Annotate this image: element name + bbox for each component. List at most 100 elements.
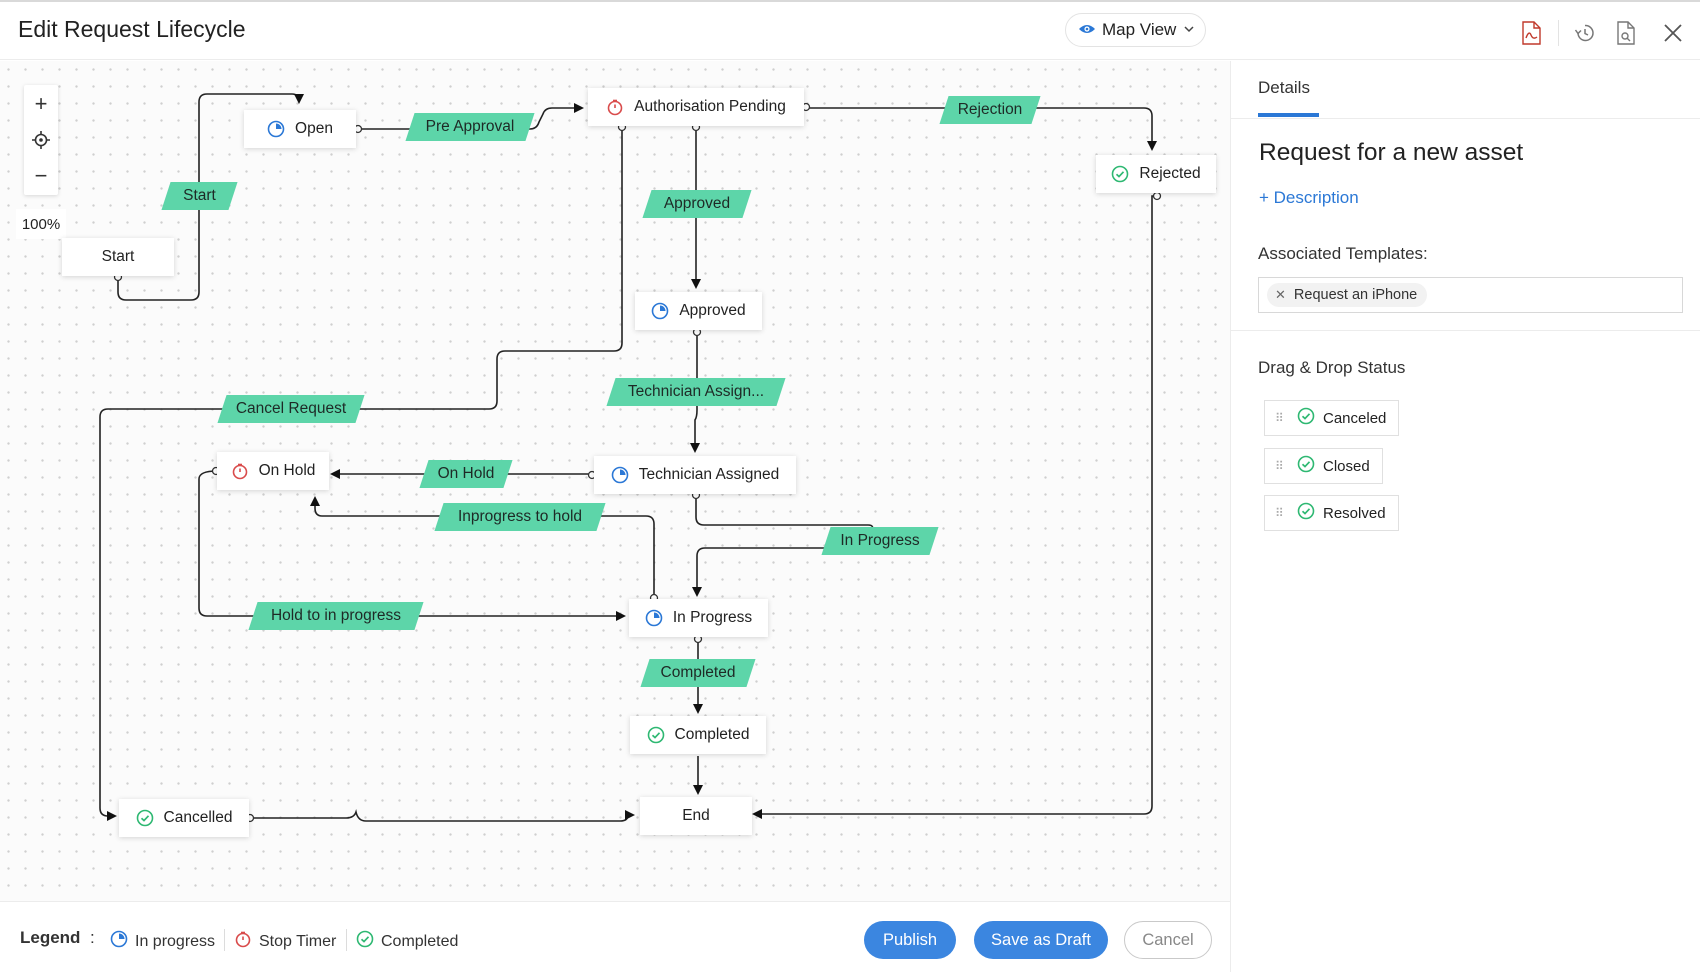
legend-item-completed: Completed bbox=[356, 930, 458, 953]
node-end[interactable]: End bbox=[640, 797, 752, 835]
zoom-in-button[interactable]: + bbox=[34, 91, 48, 116]
node-open[interactable]: Open bbox=[244, 110, 356, 148]
top-bar: Edit Request Lifecycle Map View bbox=[0, 0, 1700, 60]
drag-handle-icon[interactable]: ⠿ bbox=[1275, 459, 1284, 473]
transition-cancel-request[interactable]: Cancel Request bbox=[217, 395, 365, 423]
completed-icon bbox=[136, 809, 154, 827]
transition-label: On Hold bbox=[437, 465, 495, 482]
in-progress-icon bbox=[611, 466, 629, 484]
completed-icon bbox=[1297, 455, 1315, 477]
node-start[interactable]: Start bbox=[62, 238, 174, 276]
publish-button[interactable]: Publish bbox=[864, 921, 956, 959]
transition-label: In Progress bbox=[840, 532, 920, 549]
view-selector-dropdown[interactable]: Map View bbox=[1065, 13, 1206, 47]
legend-item-label: In progress bbox=[135, 932, 216, 950]
stop-timer-icon bbox=[234, 930, 252, 953]
node-rejected[interactable]: Rejected bbox=[1096, 155, 1216, 193]
zoom-level: 100% bbox=[16, 209, 66, 239]
transition-label: Approved bbox=[663, 195, 731, 212]
transition-label: Start bbox=[183, 187, 216, 204]
document-preview-icon[interactable] bbox=[1613, 20, 1639, 46]
node-label: Authorisation Pending bbox=[634, 98, 786, 115]
node-in-progress[interactable]: In Progress bbox=[629, 599, 768, 637]
view-selector-label: Map View bbox=[1102, 20, 1177, 39]
node-label: In Progress bbox=[672, 609, 753, 626]
node-label: Technician Assigned bbox=[638, 466, 780, 483]
in-progress-icon bbox=[267, 120, 285, 138]
add-description-link[interactable]: + Description bbox=[1259, 188, 1359, 207]
crosshair-icon bbox=[32, 131, 50, 149]
transition-inprogress-to-hold[interactable]: Inprogress to hold bbox=[434, 503, 606, 531]
transition-approved[interactable]: Approved bbox=[642, 190, 752, 218]
node-label: On Hold bbox=[258, 462, 316, 479]
transition-label: Pre Approval bbox=[425, 118, 515, 135]
node-technician-assigned[interactable]: Technician Assigned bbox=[594, 456, 796, 494]
node-approved[interactable]: Approved bbox=[635, 292, 762, 330]
node-cancelled[interactable]: Cancelled bbox=[119, 799, 249, 837]
page-title: Edit Request Lifecycle bbox=[18, 16, 246, 42]
completed-icon bbox=[356, 930, 374, 953]
legend-divider bbox=[346, 929, 347, 951]
completed-icon bbox=[647, 726, 665, 744]
request-title: Request for a new asset bbox=[1259, 139, 1524, 166]
transition-on-hold[interactable]: On Hold bbox=[419, 460, 513, 488]
transition-pre-approval[interactable]: Pre Approval bbox=[405, 113, 535, 141]
drag-drop-status-label: Drag & Drop Status bbox=[1258, 358, 1406, 377]
node-label: Completed bbox=[674, 726, 750, 743]
node-completed[interactable]: Completed bbox=[630, 716, 766, 754]
node-label: Rejected bbox=[1139, 165, 1201, 182]
remove-chip-icon[interactable]: ✕ bbox=[1275, 287, 1286, 302]
tab-details[interactable]: Details bbox=[1258, 78, 1310, 97]
status-label: Closed bbox=[1323, 457, 1370, 475]
transition-in-progress[interactable]: In Progress bbox=[821, 527, 939, 555]
node-label: Start bbox=[101, 248, 135, 265]
save-as-draft-button[interactable]: Save as Draft bbox=[974, 921, 1108, 959]
drag-handle-icon[interactable]: ⠿ bbox=[1275, 506, 1284, 520]
transition-technician-assign[interactable]: Technician Assign... bbox=[606, 378, 786, 406]
close-icon[interactable] bbox=[1660, 20, 1686, 46]
status-label: Resolved bbox=[1323, 504, 1386, 522]
transition-label: Hold to in progress bbox=[270, 607, 402, 624]
completed-icon bbox=[1297, 407, 1315, 429]
node-authorisation-pending[interactable]: Authorisation Pending bbox=[588, 88, 804, 126]
header-divider bbox=[1558, 20, 1559, 46]
completed-icon bbox=[1297, 502, 1315, 524]
associated-templates-label: Associated Templates: bbox=[1258, 244, 1428, 263]
legend-item-stop-timer: Stop Timer bbox=[234, 930, 336, 953]
node-label: Approved bbox=[679, 302, 746, 319]
transition-label: Inprogress to hold bbox=[457, 508, 583, 525]
status-label: Canceled bbox=[1323, 409, 1387, 427]
status-item-canceled[interactable]: ⠿ Canceled bbox=[1264, 400, 1400, 436]
node-label: Cancelled bbox=[163, 809, 233, 826]
in-progress-icon bbox=[645, 609, 663, 627]
transition-label: Technician Assign... bbox=[627, 383, 765, 400]
transition-completed[interactable]: Completed bbox=[640, 659, 756, 687]
node-on-hold[interactable]: On Hold bbox=[217, 452, 329, 490]
transition-rejection[interactable]: Rejection bbox=[939, 96, 1041, 124]
panel-divider bbox=[1231, 330, 1700, 331]
fit-to-screen-button[interactable] bbox=[24, 123, 58, 157]
template-chip-label: Request an iPhone bbox=[1293, 287, 1418, 303]
legend-item-in-progress: In progress bbox=[110, 930, 215, 953]
in-progress-icon bbox=[110, 930, 128, 953]
legend-colon: : bbox=[90, 928, 95, 947]
legend-divider bbox=[224, 929, 225, 951]
node-label: End bbox=[682, 807, 710, 824]
zoom-out-button[interactable]: − bbox=[34, 163, 48, 188]
stop-timer-icon bbox=[231, 462, 249, 480]
transition-start[interactable]: Start bbox=[161, 182, 238, 210]
cancel-button[interactable]: Cancel bbox=[1124, 921, 1212, 959]
status-item-closed[interactable]: ⠿ Closed bbox=[1264, 448, 1383, 484]
pdf-export-icon[interactable] bbox=[1518, 20, 1544, 46]
history-icon[interactable] bbox=[1572, 20, 1598, 46]
completed-icon bbox=[1111, 165, 1129, 183]
in-progress-icon bbox=[651, 302, 669, 320]
transition-hold-to-in-progress[interactable]: Hold to in progress bbox=[248, 602, 424, 630]
drag-handle-icon[interactable]: ⠿ bbox=[1275, 411, 1284, 425]
transition-label: Cancel Request bbox=[235, 400, 347, 417]
transition-label: Rejection bbox=[957, 101, 1023, 118]
active-tab-indicator bbox=[1258, 113, 1319, 117]
zoom-controls: + − bbox=[24, 85, 58, 195]
legend-item-label: Completed bbox=[381, 932, 459, 950]
status-item-resolved[interactable]: ⠿ Resolved bbox=[1264, 495, 1399, 531]
